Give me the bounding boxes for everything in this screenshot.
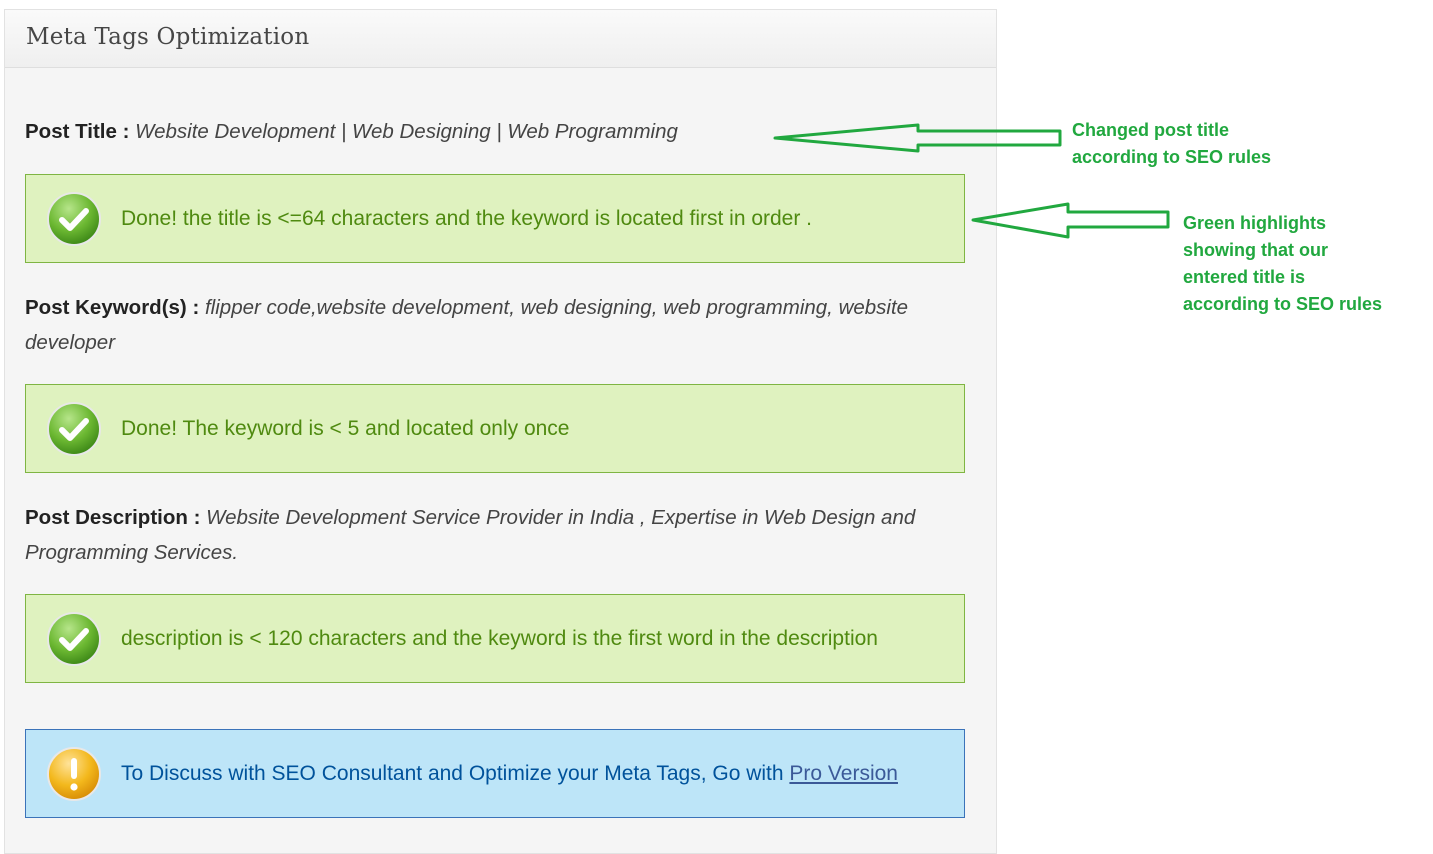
highlight-annotation-arrow-icon: [971, 202, 1170, 239]
post-title-label: Post Title :: [25, 120, 130, 143]
check-circle-icon: [47, 191, 101, 246]
post-description-value: Website Development Service Provider in …: [25, 506, 916, 564]
post-keywords-label: Post Keyword(s) :: [25, 296, 200, 319]
pro-info-message: To Discuss with SEO Consultant and Optim…: [121, 761, 784, 785]
description-success-text: description is < 120 characters and the …: [121, 626, 878, 650]
pro-version-link[interactable]: Pro Version: [789, 761, 898, 785]
panel-title: Meta Tags Optimization: [26, 24, 310, 50]
annotation-line: according to SEO rules: [1183, 294, 1383, 314]
post-keywords-value: flipper code,website development, web de…: [25, 296, 909, 354]
keyword-success-text: Done! The keyword is < 5 and located onl…: [121, 416, 570, 440]
description-success-message: description is < 120 characters and the …: [25, 594, 965, 683]
post-keywords-field: Post Keyword(s) : flipper code,website d…: [25, 290, 965, 360]
annotation-line: showing that our: [1183, 240, 1328, 260]
post-description-field: Post Description : Website Development S…: [25, 500, 965, 570]
annotation-line: Green highlights: [1183, 213, 1327, 233]
annotation-line: entered title is: [1183, 267, 1306, 287]
title-annotation-arrow-icon: [773, 123, 1062, 153]
title-success-text: Done! the title is <=64 characters and t…: [121, 206, 813, 230]
pro-info-text: To Discuss with SEO Consultant and Optim…: [121, 762, 898, 786]
title-annotation-note: Changed post title according to SEO rule…: [1072, 117, 1271, 171]
check-circle-icon: [47, 401, 101, 456]
post-description-label: Post Description :: [25, 506, 201, 529]
check-circle-icon: [47, 611, 101, 666]
highlight-annotation-note: Green highlights showing that our entere…: [1183, 210, 1382, 318]
title-success-message: Done! the title is <=64 characters and t…: [25, 174, 965, 263]
keyword-success-message: Done! The keyword is < 5 and located onl…: [25, 384, 965, 473]
annotation-line: Changed post title: [1072, 120, 1229, 140]
pro-version-info-message: To Discuss with SEO Consultant and Optim…: [25, 729, 965, 818]
post-title-field: Post Title : Website Development | Web D…: [25, 114, 965, 149]
post-title-value: Website Development | Web Designing | We…: [135, 120, 678, 143]
annotation-line: according to SEO rules: [1072, 147, 1272, 167]
panel-header: Meta Tags Optimization: [5, 10, 996, 68]
warning-icon: [47, 746, 101, 801]
